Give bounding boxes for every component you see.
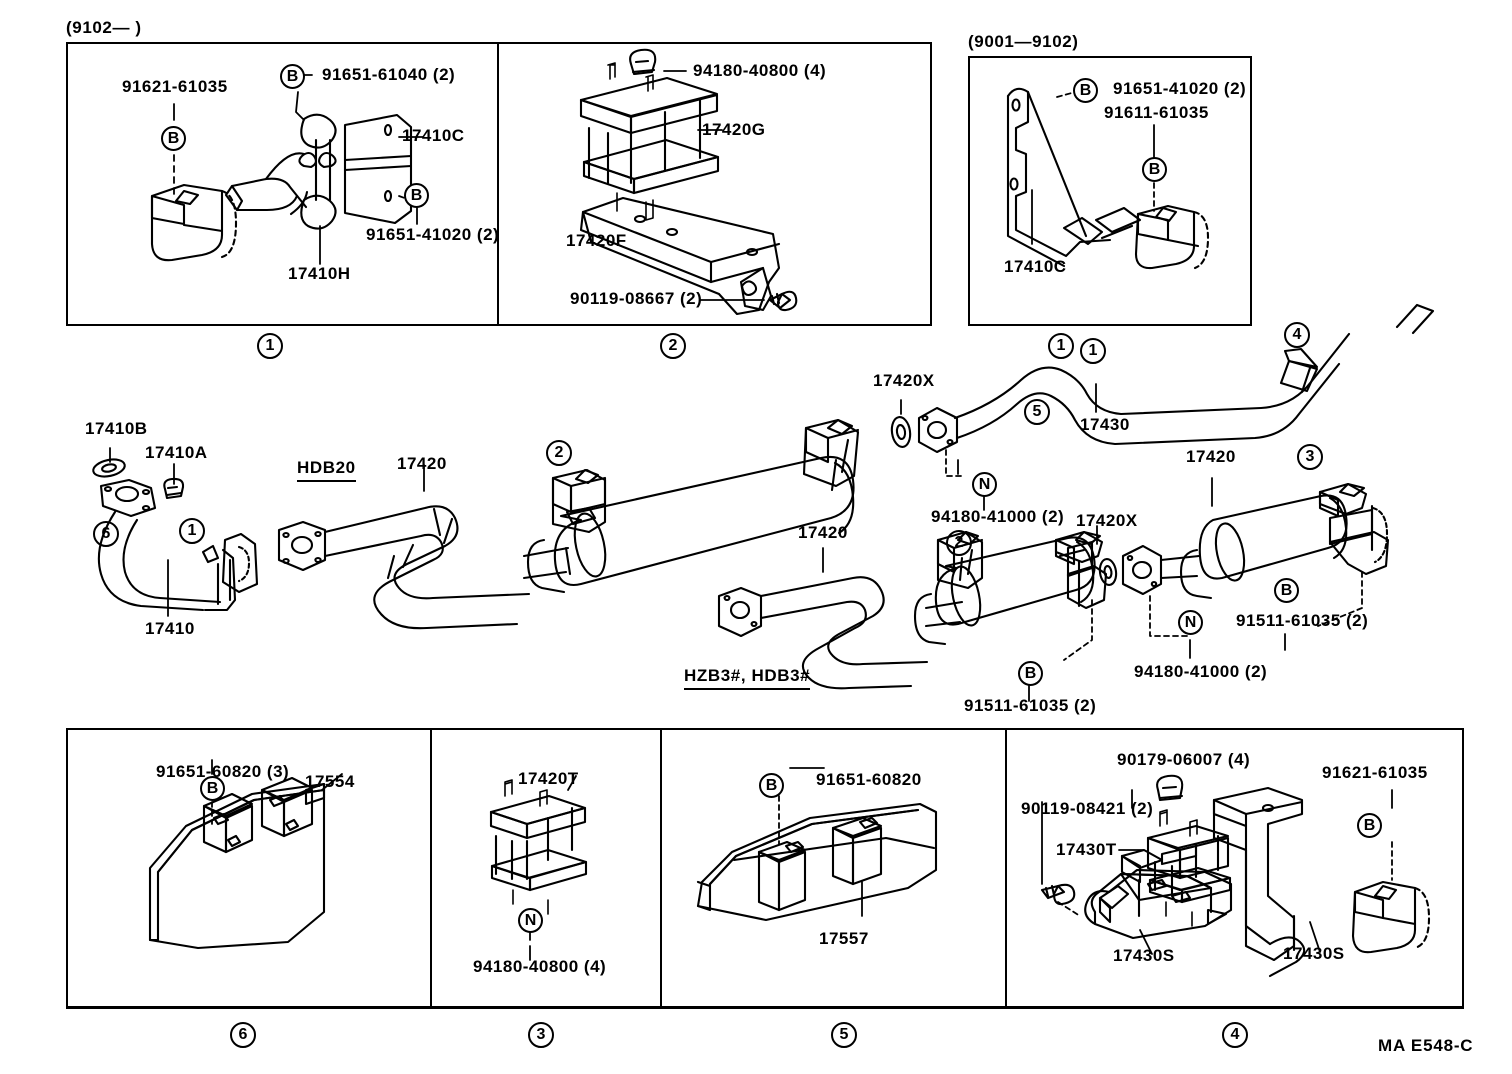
label-90119-08667: 90119-08667 (2) bbox=[570, 289, 703, 308]
label-17410: 17410 bbox=[145, 619, 195, 638]
badge-b-91651-60820: B bbox=[759, 773, 784, 798]
badge-b-91511-61035-right: B bbox=[1274, 578, 1299, 603]
sheet-reference-code: MA E548-C bbox=[1378, 1036, 1474, 1055]
label-91621-61035-p4: 91621-61035 bbox=[1322, 763, 1428, 782]
top-panel-frame-1-2 bbox=[66, 42, 932, 326]
label-17430s-left: 17430S bbox=[1113, 946, 1175, 965]
label-17410a: 17410A bbox=[145, 443, 208, 462]
label-91651-41020-p3: 91651-41020 (2) bbox=[1113, 79, 1247, 98]
clamp-17410-part bbox=[150, 183, 238, 262]
clamp-91621-61035 bbox=[1351, 880, 1431, 954]
label-17420x-tail: 17420X bbox=[873, 371, 935, 390]
label-17554: 17554 bbox=[305, 772, 355, 791]
label-17420g: 17420G bbox=[702, 120, 766, 139]
panel-marker-3b: 3 bbox=[528, 1022, 554, 1048]
bolt-90119-08421 bbox=[1040, 883, 1076, 906]
variant-hzb3-hdb3: HZB3#, HDB3# bbox=[684, 666, 811, 690]
badge-b-91621-61035: B bbox=[161, 126, 186, 151]
label-91651-61040: 91651-61040 (2) bbox=[322, 65, 456, 84]
label-94180-40800-p2: 94180-40800 (4) bbox=[693, 61, 827, 80]
lower-muffler-17420 bbox=[717, 530, 1118, 690]
insulator-17420t bbox=[489, 779, 588, 915]
bracket-17410c-early bbox=[1006, 87, 1210, 270]
tail-pipe-17430 bbox=[890, 303, 1435, 454]
label-17420-right: 17420 bbox=[1186, 447, 1236, 466]
label-94180-40800-p3: 94180-40800 (4) bbox=[473, 957, 607, 976]
label-17420x-lower: 17420X bbox=[1076, 511, 1138, 530]
variant-hdb20: HDB20 bbox=[297, 458, 356, 482]
badge-n-94180-40800: N bbox=[518, 908, 543, 933]
marker-2-center-muffler: 2 bbox=[546, 440, 572, 466]
marker-5-tail-pipe: 5 bbox=[1024, 399, 1050, 425]
label-91621-61035: 91621-61035 bbox=[122, 77, 228, 96]
label-94180-41000-tail: 94180-41000 (2) bbox=[931, 507, 1065, 526]
panel-1-date-header: (9102— ) bbox=[66, 18, 142, 37]
heat-insulator-17554 bbox=[148, 776, 326, 950]
label-17420t: 17420T bbox=[518, 769, 579, 788]
marker-2-lower-muffler: 2 bbox=[946, 530, 972, 556]
badge-b-91651-41020-p3: B bbox=[1073, 78, 1098, 103]
label-17420-center: 17420 bbox=[397, 454, 447, 473]
bracket-17430s-left bbox=[1084, 848, 1233, 940]
label-91651-60820: 91651-60820 bbox=[816, 770, 922, 789]
marker-4-tail-pipe: 4 bbox=[1284, 322, 1310, 348]
badge-b-91511-61035-lower: B bbox=[1018, 661, 1043, 686]
bracket-17410c bbox=[224, 113, 413, 230]
bottom-divider-a bbox=[430, 728, 432, 1008]
support-17420f bbox=[579, 196, 781, 316]
badge-n-94180-41000-right: N bbox=[1178, 610, 1203, 635]
panel-marker-1: 1 bbox=[257, 333, 283, 359]
label-17557: 17557 bbox=[819, 929, 869, 948]
panel-marker-5: 5 bbox=[831, 1022, 857, 1048]
badge-n-94180-41000: N bbox=[972, 472, 997, 497]
label-94180-41000-right: 94180-41000 (2) bbox=[1134, 662, 1268, 681]
center-muffler-17420 bbox=[277, 418, 860, 630]
right-muffler-17420 bbox=[1121, 482, 1390, 600]
panel-3-date-header: (9001—9102) bbox=[968, 32, 1079, 51]
label-17410h: 17410H bbox=[288, 264, 351, 283]
badge-b-91651-41020: B bbox=[404, 183, 429, 208]
badge-b-91651-61040: B bbox=[280, 64, 305, 89]
panel-marker-6: 6 bbox=[230, 1022, 256, 1048]
bottom-divider-b bbox=[660, 728, 662, 1008]
panel-marker-4: 4 bbox=[1222, 1022, 1248, 1048]
label-91611-61035: 91611-61035 bbox=[1104, 103, 1209, 122]
label-90179-06007: 90179-06007 (4) bbox=[1117, 750, 1251, 769]
top-panel-frame-3 bbox=[968, 56, 1252, 326]
marker-3-right-muffler: 3 bbox=[1297, 444, 1323, 470]
marker-1-front-pipe: 1 bbox=[179, 518, 205, 544]
badge-b-91621-61035-p4: B bbox=[1357, 813, 1382, 838]
label-17430s-right: 17430S bbox=[1283, 944, 1345, 963]
label-91651-41020: 91651-41020 (2) bbox=[366, 225, 500, 244]
label-17430t: 17430T bbox=[1056, 840, 1117, 859]
label-91511-61035-right: 91511-61035 (2) bbox=[1236, 611, 1369, 630]
bottom-rule bbox=[66, 1006, 1464, 1009]
top-panel-divider bbox=[497, 42, 499, 326]
label-91651-60820-3: 91651-60820 (3) bbox=[156, 762, 290, 781]
bracket-17430s-right bbox=[1212, 786, 1306, 978]
heat-insulator-17557 bbox=[696, 802, 938, 922]
badge-b-91611-61035: B bbox=[1142, 157, 1167, 182]
badge-b-91651-60820-3: B bbox=[200, 776, 225, 801]
marker-1-tail-pipe: 1 bbox=[1080, 338, 1106, 364]
marker-6-front-pipe: 6 bbox=[93, 521, 119, 547]
label-17410c-panel1: 17410C bbox=[402, 126, 465, 145]
panel-marker-2: 2 bbox=[660, 333, 686, 359]
insulator-17420g bbox=[579, 48, 720, 221]
label-17420f: 17420F bbox=[566, 231, 627, 250]
label-90119-08421: 90119-08421 (2) bbox=[1021, 799, 1154, 818]
label-17410b: 17410B bbox=[85, 419, 148, 438]
bolt-90119-08667 bbox=[768, 290, 798, 312]
label-91511-61035-lower: 91511-61035 (2) bbox=[964, 696, 1097, 715]
label-17420-center-right: 17420 bbox=[798, 523, 848, 542]
label-17410c-panel3: 17410C bbox=[1004, 257, 1067, 276]
bottom-divider-c bbox=[1005, 728, 1007, 1008]
label-17430: 17430 bbox=[1080, 415, 1130, 434]
panel-marker-3: 1 bbox=[1048, 333, 1074, 359]
